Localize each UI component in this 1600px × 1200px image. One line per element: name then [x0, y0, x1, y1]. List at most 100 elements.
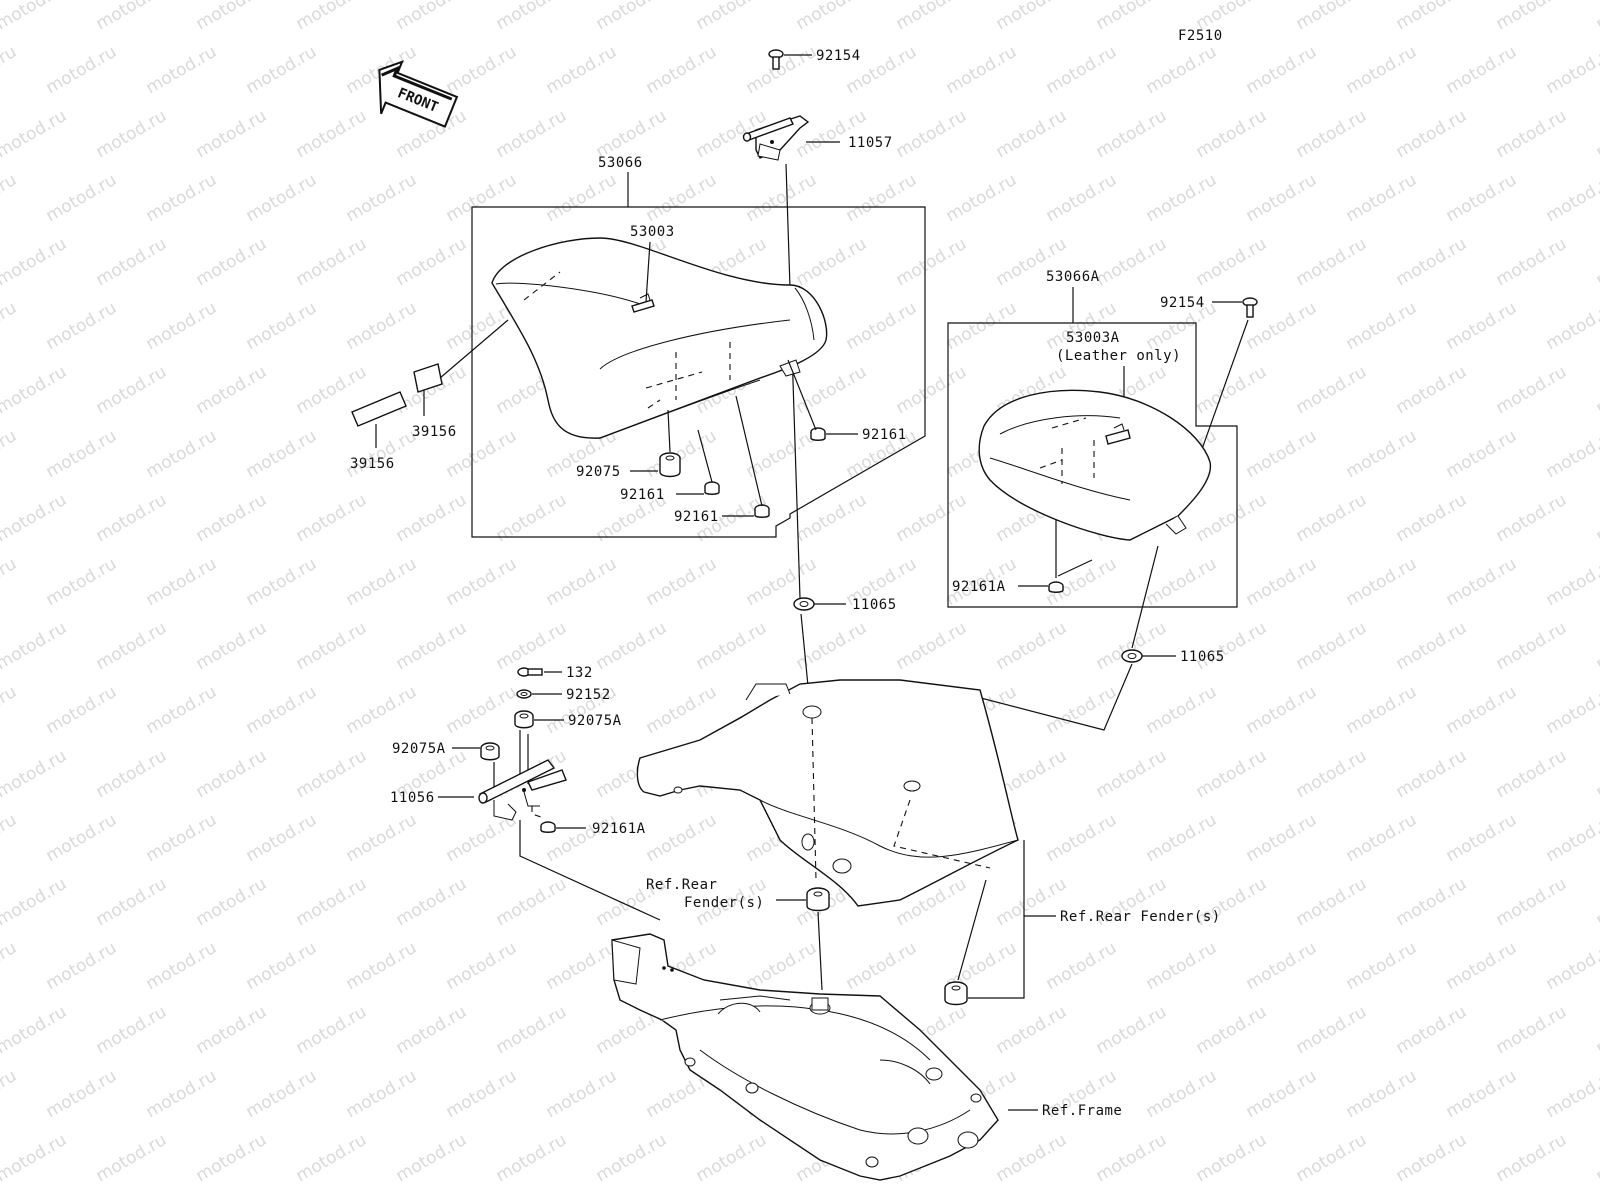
watermark-text: motod.ru	[1343, 554, 1421, 610]
watermark-text: motod.ru	[243, 42, 321, 98]
watermark-text: motod.ru	[1393, 234, 1471, 290]
watermark-text: motod.ru	[0, 682, 20, 738]
watermark-text: motod.ru	[243, 938, 321, 994]
bracket-11057	[742, 115, 810, 161]
rear-seat-box	[947, 322, 1238, 608]
watermark-text: motod.ru	[1143, 1066, 1221, 1122]
watermark-text: motod.ru	[1193, 106, 1271, 162]
watermark-text: motod.ru	[243, 170, 321, 226]
watermark-text: motod.ru	[243, 426, 321, 482]
watermark-text: motod.ru	[1393, 490, 1471, 546]
watermark-text: motod.ru	[293, 0, 371, 34]
watermark-text: motod.ru	[143, 426, 221, 482]
watermark-text: motod.ru	[343, 810, 421, 866]
watermark-text: motod.ru	[293, 874, 371, 930]
watermark-text: motod.ru	[293, 106, 371, 162]
watermark-text: motod.ru	[693, 618, 771, 674]
watermark-text: motod.ru	[1043, 682, 1121, 738]
nut-92161-b	[704, 481, 720, 495]
watermark-text: motod.ru	[1143, 170, 1221, 226]
watermark-text: motod.ru	[1293, 106, 1371, 162]
watermark-text: motod.ru	[943, 1194, 1021, 1200]
watermark-text: motod.ru	[593, 1130, 671, 1186]
watermark-text: motod.ru	[1593, 362, 1600, 418]
label-11065-a: 11065	[852, 597, 897, 613]
watermark-text: motod.ru	[643, 554, 721, 610]
watermark-text: motod.ru	[943, 298, 1021, 354]
watermark-text: motod.ru	[43, 1066, 121, 1122]
watermark-text: motod.ru	[1243, 1194, 1321, 1200]
watermark-text: motod.ru	[493, 106, 571, 162]
watermark-text: motod.ru	[343, 938, 421, 994]
watermark-text: motod.ru	[643, 810, 721, 866]
watermark-text: motod.ru	[0, 362, 70, 418]
watermark-text: motod.ru	[1143, 1194, 1221, 1200]
watermark-text: motod.ru	[193, 1130, 271, 1186]
watermark-text: motod.ru	[343, 554, 421, 610]
watermark-text: motod.ru	[1443, 938, 1521, 994]
watermark-text: motod.ru	[243, 554, 321, 610]
watermark-text: motod.ru	[1493, 234, 1571, 290]
watermark-text: motod.ru	[0, 618, 70, 674]
watermark-text: motod.ru	[1343, 1066, 1421, 1122]
watermark-text: motod.ru	[1293, 746, 1371, 802]
watermark-text: motod.ru	[1243, 554, 1321, 610]
watermark-text: motod.ru	[1043, 170, 1121, 226]
watermark-text: motod.ru	[743, 938, 821, 994]
watermark-text: motod.ru	[843, 298, 921, 354]
watermark-text: motod.ru	[293, 234, 371, 290]
rear-fender	[636, 679, 1019, 907]
watermark-text: motod.ru	[243, 810, 321, 866]
watermark-text: motod.ru	[893, 362, 971, 418]
watermark-text: motod.ru	[393, 1130, 471, 1186]
watermark-text: motod.ru	[143, 938, 221, 994]
watermark-text: motod.ru	[1493, 1002, 1571, 1058]
watermark-text: motod.ru	[1543, 426, 1600, 482]
label-132: 132	[566, 665, 593, 681]
watermark-text: motod.ru	[1093, 1130, 1171, 1186]
label-patch-53003	[631, 293, 655, 313]
watermark-text: motod.ru	[793, 0, 871, 34]
watermark-text: motod.ru	[1393, 0, 1471, 34]
watermark-text: motod.ru	[193, 0, 271, 34]
watermark-text: motod.ru	[1043, 42, 1121, 98]
watermark-text: motod.ru	[1293, 362, 1371, 418]
watermark-text: motod.ru	[1043, 1194, 1121, 1200]
watermark-text: motod.ru	[1243, 938, 1321, 994]
watermark-text: motod.ru	[0, 1130, 70, 1186]
watermark-text: motod.ru	[993, 618, 1071, 674]
watermark-text: motod.ru	[1443, 682, 1521, 738]
watermark-text: motod.ru	[193, 106, 271, 162]
watermark-text: motod.ru	[143, 1194, 221, 1200]
label-92152: 92152	[566, 687, 611, 703]
bolt-92154-top	[768, 49, 784, 70]
label-ref-rear-fender-right: Ref.Rear Fender(s)	[1060, 909, 1221, 925]
watermark-text: motod.ru	[93, 1002, 171, 1058]
watermark-text: motod.ru	[0, 106, 70, 162]
rear-seat-53066A	[978, 389, 1212, 541]
watermark-text: motod.ru	[893, 106, 971, 162]
watermark-text: motod.ru	[0, 42, 20, 98]
watermark-text: motod.ru	[343, 682, 421, 738]
watermark-text: motod.ru	[393, 0, 471, 34]
watermark-text: motod.ru	[893, 234, 971, 290]
watermark-text: motod.ru	[343, 170, 421, 226]
watermark-text: motod.ru	[1493, 490, 1571, 546]
watermark-text: motod.ru	[1543, 554, 1600, 610]
watermark-text: motod.ru	[1543, 682, 1600, 738]
watermark-text: motod.ru	[1393, 874, 1471, 930]
watermark-text: motod.ru	[293, 746, 371, 802]
watermark-text: motod.ru	[1443, 170, 1521, 226]
front-seat-box	[471, 206, 926, 538]
watermark-text: motod.ru	[993, 1130, 1071, 1186]
watermark-text: motod.ru	[43, 682, 121, 738]
watermark-text: motod.ru	[543, 810, 621, 866]
watermark-text: motod.ru	[1243, 682, 1321, 738]
watermark-text: motod.ru	[1193, 618, 1271, 674]
label-ref-rear-fender-1: Ref.Rear	[646, 877, 717, 893]
watermark-text: motod.ru	[1543, 170, 1600, 226]
watermark-text: motod.ru	[1293, 0, 1371, 34]
label-53066: 53066	[598, 155, 643, 171]
bolt-92154-right	[1242, 297, 1258, 318]
